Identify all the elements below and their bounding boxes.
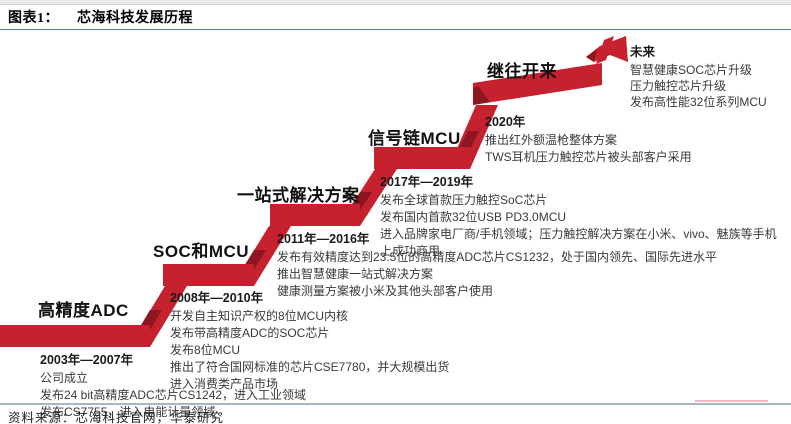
milestone-item: 压力触控芯片升级 (630, 79, 727, 93)
milestone-item: 发布高性能32位系列MCU (630, 95, 767, 109)
step-period: 2017年—2019年 (380, 175, 474, 189)
milestone-item: TWS耳机压力触控芯片被头部客户采用 (485, 150, 692, 164)
figure-title: 图表1： 芯海科技发展历程 (8, 7, 193, 27)
milestone-item: 发布CS7755，进入电能计量领域 (40, 405, 216, 419)
milestone-item: 发布全球首款压力触控SoC芯片 (380, 193, 548, 207)
milestone-item: 智慧健康SOC芯片升级 (630, 63, 753, 77)
step-period: 2003年—2007年 (40, 353, 134, 367)
future-block: 未来 智慧健康SOC芯片升级 压力触控芯片升级 发布高性能32位系列MCU (630, 41, 790, 110)
flag-icon (586, 36, 628, 64)
step-detail-2003-2007: 2003年—2007年 公司成立 发布24 bit高精度ADC芯片CS1242，… (40, 349, 370, 421)
milestone-item: 发布8位MCU (170, 343, 241, 357)
footer-rule (0, 403, 791, 405)
step-label-soc-and-mcu: SOC和MCU (153, 242, 250, 261)
step-label-high-precision-adc: 高精度ADC (38, 301, 129, 320)
milestone-item: 开发自主知识产权的8位MCU内核 (170, 309, 349, 323)
milestone-item: 公司成立 (40, 371, 89, 385)
milestone-item: 发布有效精度达到23.5位的高精度ADC芯片CS1232，处于国内领先、国际先进… (277, 250, 718, 264)
step-label-signal-chain-mcu: 信号链MCU (368, 129, 461, 148)
flag-banner-fold (586, 49, 597, 62)
stair-ramp-fold (473, 86, 490, 105)
step-detail-2008-2010: 2008年—2010年 开发自主知识产权的8位MCU内核 发布带高精度ADC的S… (170, 287, 610, 393)
stair-bar-2 (163, 264, 254, 286)
future-label: 未来 (630, 45, 656, 59)
source-note: 资料来源：芯海科技官网，华泰研究 (8, 411, 225, 424)
step-detail-2017-2019: 2017年—2019年 发布全球首款压力触控SoC芯片 发布国内首款32位USB… (380, 171, 782, 260)
top-divider (0, 0, 791, 5)
figure-number: 图表1： (8, 11, 59, 26)
milestone-item: 发布带高精度ADC的SOC芯片 (170, 326, 330, 340)
title-rule (0, 29, 791, 30)
milestone-item: 进入消费类产品市场 (170, 377, 279, 391)
step-label-one-stop-solution: 一站式解决方案 (237, 186, 360, 205)
step-detail-2020: 2020年 推出红外额温枪整体方案 TWS耳机压力触控芯片被头部客户采用 (485, 111, 785, 166)
page-title: 芯海科技发展历程 (77, 11, 193, 26)
step-period: 2020年 (485, 115, 526, 129)
flag-banner (586, 36, 628, 62)
step-detail-2011-2016: 2011年—2016年 发布有效精度达到23.5位的高精度ADC芯片CS1232… (277, 228, 787, 300)
milestone-item: 推出智慧健康一站式解决方案 (277, 267, 434, 281)
milestone-item: 发布24 bit高精度ADC芯片CS1242，进入工业领域 (40, 388, 307, 402)
milestone-item: 推出红外额温枪整体方案 (485, 133, 618, 147)
stair-bar-1 (0, 325, 150, 347)
milestone-item: 推出了符合国网标准的芯片CSE7780，并大规模出货 (170, 360, 450, 374)
stair-ramp-top (473, 63, 602, 105)
stair-bar-4 (374, 147, 470, 169)
step-period: 2008年—2010年 (170, 291, 264, 305)
milestone-item: 发布国内首款32位USB PD3.0MCU (380, 210, 567, 224)
step-label-carry-forward: 继往开来 (487, 62, 557, 81)
milestone-item: 健康测量方案被小米及其他头部客户使用 (277, 284, 494, 298)
step-period: 2011年—2016年 (277, 232, 370, 246)
footer-pink-line (695, 400, 768, 402)
milestone-item: 进入品牌家电厂商/手机领域；压力触控解决方案在小米、vivo、魅族等手机上成功商… (380, 227, 777, 258)
stair-bar-3 (270, 204, 360, 226)
